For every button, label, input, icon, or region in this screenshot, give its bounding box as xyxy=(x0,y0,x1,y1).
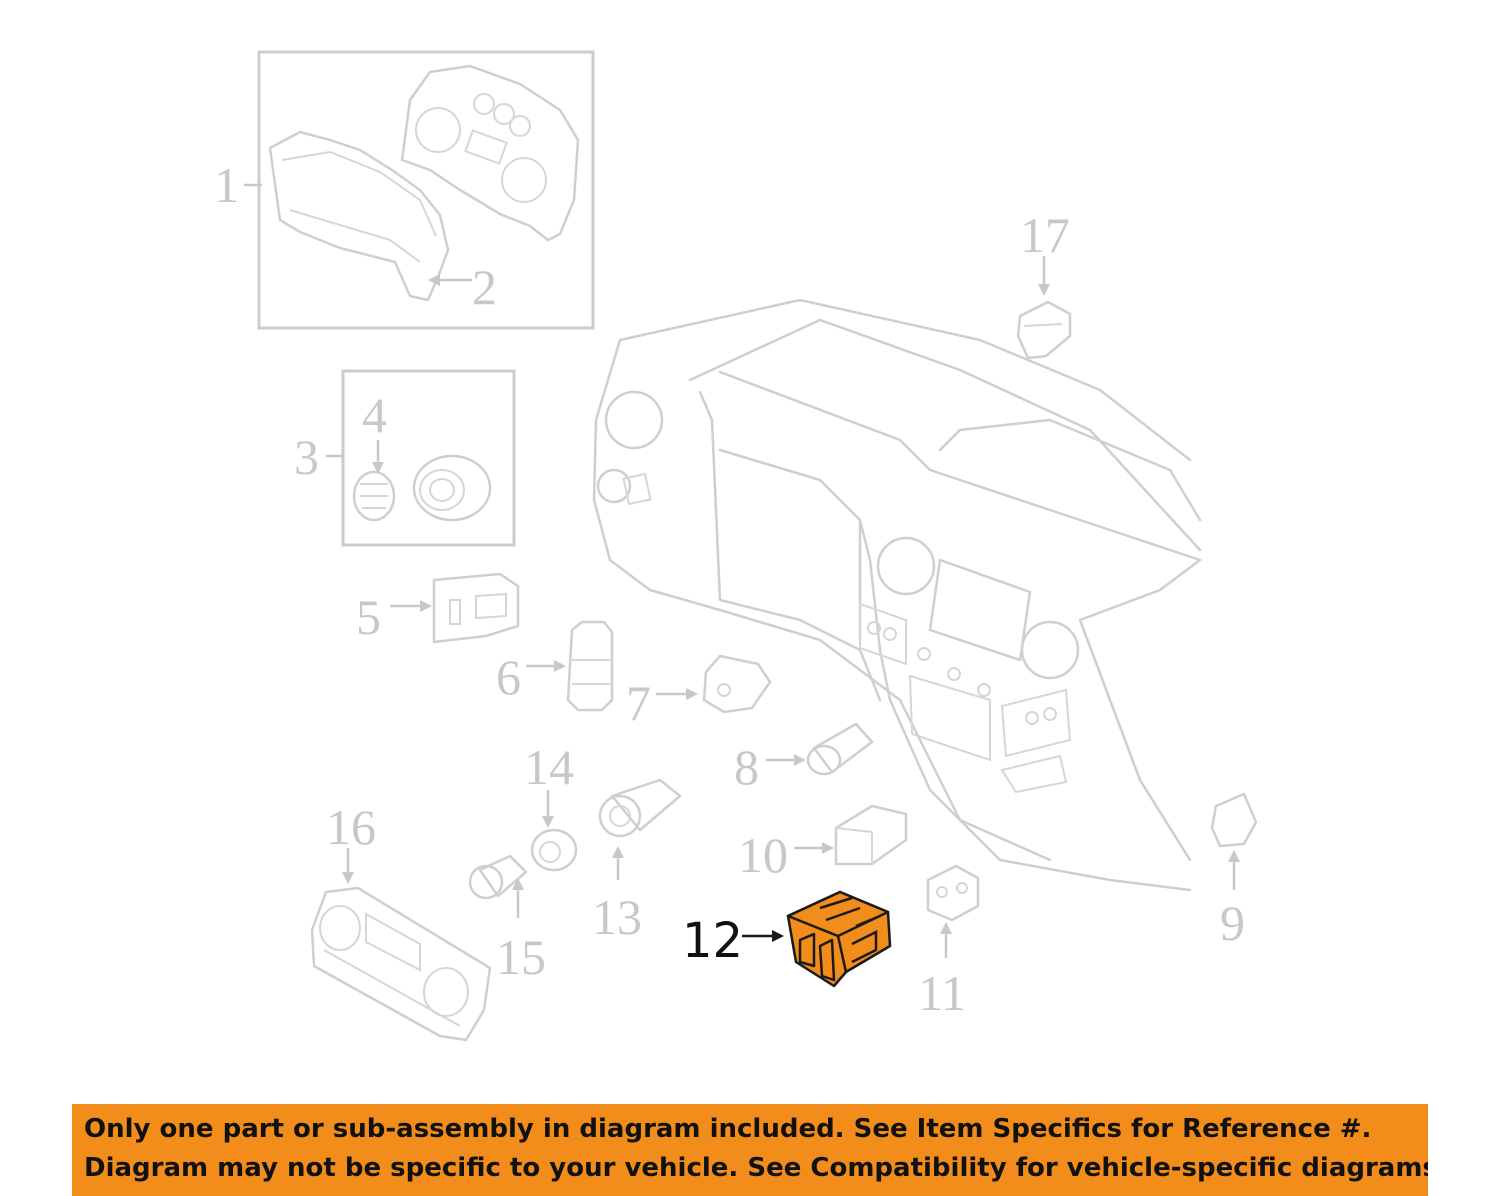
disclaimer-line-1: Only one part or sub-assembly in diagram… xyxy=(84,1114,1372,1144)
instrument-cluster-box xyxy=(257,50,595,330)
callout-15: 15 xyxy=(496,929,546,985)
callout-11: 11 xyxy=(918,965,966,1021)
part-5-switch xyxy=(432,572,520,644)
part-9-switch xyxy=(1210,792,1258,848)
part-12-switch xyxy=(786,890,892,988)
callout-3: 3 xyxy=(294,429,319,485)
callout-7: 7 xyxy=(626,675,651,731)
disclaimer-banner: Only one part or sub-assembly in diagram… xyxy=(72,1104,1428,1196)
callout-14: 14 xyxy=(524,739,574,795)
part-11-switch xyxy=(926,864,980,922)
part-13-group: 13 xyxy=(592,778,682,945)
callout-2: 2 xyxy=(472,259,497,315)
callout-16: 16 xyxy=(326,799,376,855)
callout-4: 4 xyxy=(362,387,387,443)
part-9-group: 9 xyxy=(1210,792,1258,951)
callout-17: 17 xyxy=(1020,207,1070,263)
callout-9: 9 xyxy=(1220,895,1245,951)
part-6-switch xyxy=(566,620,614,712)
part-11-group: 11 xyxy=(918,864,980,1021)
part-10-switch xyxy=(834,804,908,866)
part-10-group: 10 xyxy=(738,804,908,883)
disclaimer-line-2: Diagram may not be specific to your vehi… xyxy=(84,1153,1428,1183)
part-12-group: 12 xyxy=(682,890,892,988)
part-15-group: 15 xyxy=(468,854,546,985)
part-17-group: 17 xyxy=(1016,207,1072,360)
part-17-switch xyxy=(1016,300,1072,360)
part-7-group: 7 xyxy=(626,654,772,731)
headlamp-switch-box xyxy=(341,369,516,547)
part-5-group: 5 xyxy=(356,572,520,645)
part-15-plug xyxy=(478,854,528,898)
instrument-cluster-group: 1 2 xyxy=(214,50,595,330)
callout-10: 10 xyxy=(738,827,788,883)
headlamp-switch-body xyxy=(412,454,492,522)
headlamp-knob xyxy=(352,470,396,522)
part-6-group: 6 xyxy=(496,620,614,712)
part-13-lighter xyxy=(610,778,682,832)
callout-13: 13 xyxy=(592,889,642,945)
part-8-socket xyxy=(812,722,874,774)
instrument-panel xyxy=(592,298,1202,892)
callout-5: 5 xyxy=(356,589,381,645)
part-14-bezel xyxy=(530,828,578,872)
part-14-group: 14 xyxy=(524,739,578,872)
callout-6: 6 xyxy=(496,649,521,705)
callout-8: 8 xyxy=(734,739,759,795)
cluster-bezel xyxy=(268,130,450,302)
cluster-gauge-face xyxy=(400,64,580,242)
part-16-group: 16 xyxy=(310,799,492,1042)
part-7-switch xyxy=(702,654,772,714)
part-8-group: 8 xyxy=(734,722,874,795)
callout-1: 1 xyxy=(214,157,239,213)
part-16-climate-control xyxy=(310,886,492,1042)
headlamp-switch-group: 3 4 xyxy=(294,369,516,547)
parts-diagram: 1 2 3 4 5 6 7 xyxy=(214,50,1258,1042)
callout-12: 12 xyxy=(682,913,743,969)
